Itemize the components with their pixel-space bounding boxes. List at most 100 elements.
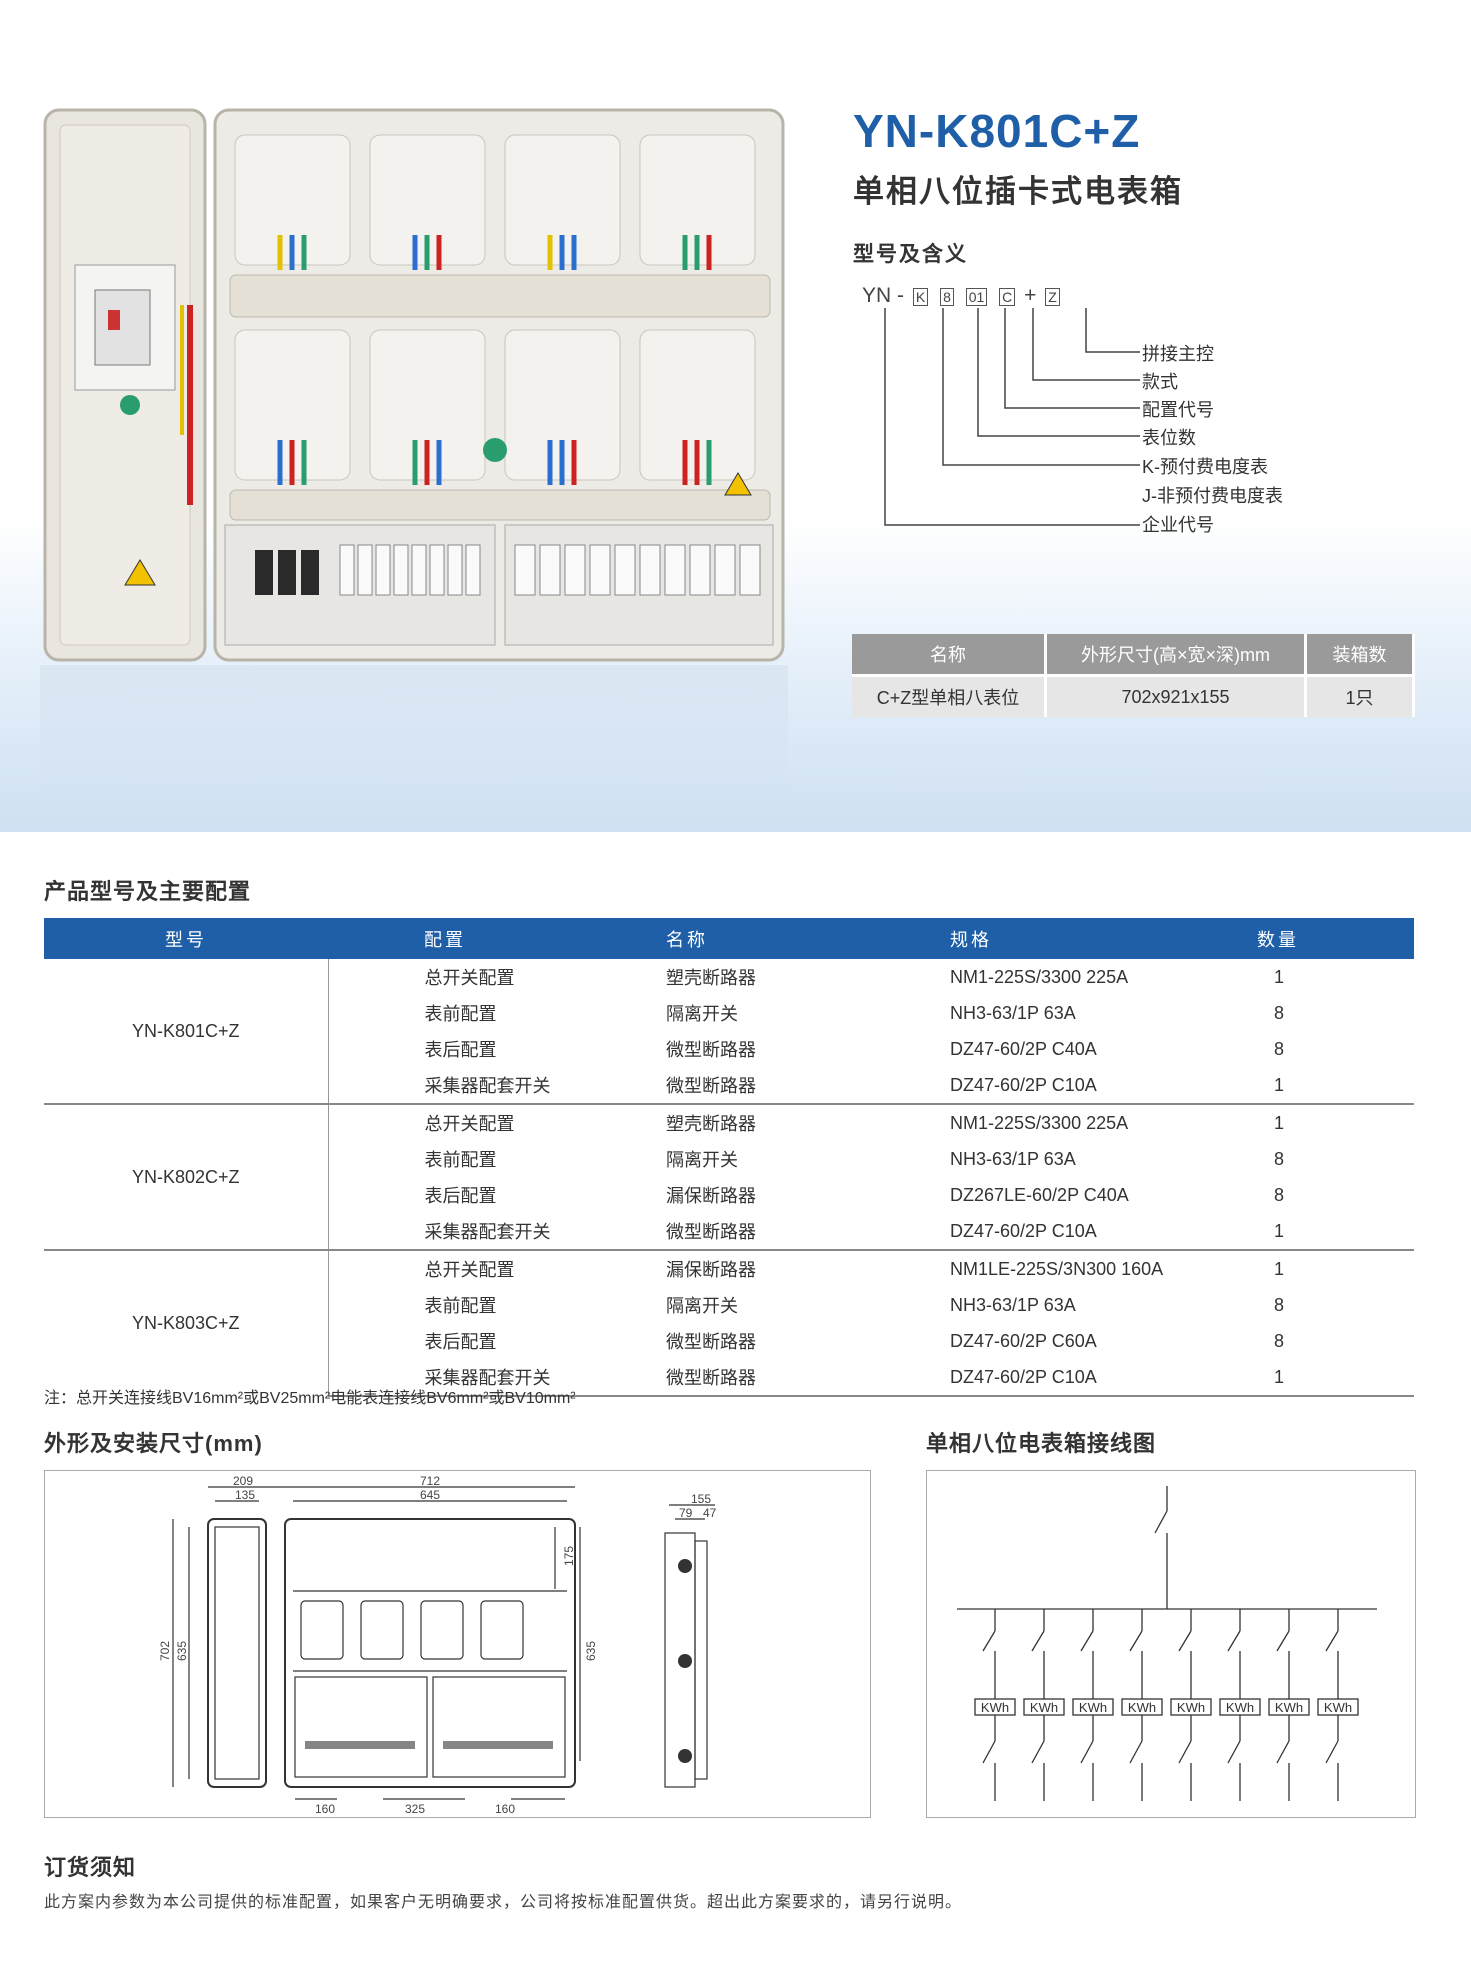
config-cell: 表后配置 [424,1040,497,1060]
config-cell: 微型断路器 [665,1359,949,1397]
config-cell: 塑壳断路器 [666,968,756,988]
config-cell: NH3-63/1P 63A [950,1294,1076,1315]
wiring-heading: 单相八位电表箱接线图 [926,1431,1157,1456]
config-cell: 8 [1274,1294,1285,1315]
legend-item: 款式 [1142,372,1178,392]
product-title: YN-K801C+Z [853,105,1141,157]
config-header: 数量 [1256,918,1414,959]
config-cell: 1 [1274,1074,1285,1095]
config-cell: 微型断路器 [666,1222,756,1242]
spec-header: 装箱数 [1305,634,1415,676]
spec-header: 名称 [852,634,1047,676]
config-cell: 采集器配套开关 [424,1076,551,1096]
config-cell: 表前配置 [424,1150,497,1170]
spec-table: 名称 外形尺寸(高×宽×深)mm 装箱数 C+Z型单相八表位 702x921x1… [852,634,1415,717]
dim-label: 325 [405,1802,425,1816]
config-header: 配置 [328,918,665,959]
dim-label: 209 [233,1474,253,1488]
order-heading: 订货须知 [44,1855,137,1880]
config-cell: 隔离开关 [666,1150,738,1170]
config-cell: DZ47-60/2P C10A [950,1220,1097,1241]
meter-label: KWh [1177,1700,1205,1715]
config-cell: 1 [1256,1249,1414,1287]
meter-label: KWh [981,1700,1009,1715]
dim-label: 79 [679,1506,693,1520]
config-cell: 塑壳断路器 [665,1103,949,1141]
product-photo [43,108,785,662]
model-meaning-heading: 型号及含义 [853,243,968,266]
dim-label: 712 [420,1474,440,1488]
config-cell: NM1-225S/3300 225A [949,1103,1256,1141]
wiring-diagram: KWh KWh KWh KWh KWh KWh KWh KWh [957,1486,1377,1801]
config-cell: NH3-63/1P 63A [950,1148,1076,1169]
config-cell: 采集器配套开关 [328,1359,665,1397]
config-cell: 1 [1256,1103,1414,1141]
legend-item: 拼接主控 [1142,344,1214,364]
dim-label: 635 [584,1641,598,1661]
meter-label: KWh [1275,1700,1303,1715]
config-cell: DZ47-60/2P C40A [950,1038,1097,1059]
code-prefix: YN [862,284,892,307]
dim-label: 702 [158,1641,172,1661]
config-cell: 1 [1274,1220,1285,1241]
config-cell: 漏保断路器 [665,1249,949,1287]
code-c: C [999,288,1016,306]
config-cell: 采集器配套开关 [424,1222,551,1242]
model-meaning-lines [884,308,1140,526]
config-cell: DZ47-60/2P C10A [949,1359,1256,1397]
config-cell: 表后配置 [424,1332,497,1352]
dim-label: 160 [315,1802,335,1816]
config-cell: 漏保断路器 [666,1186,756,1206]
dim-label: 155 [691,1492,711,1506]
spec-cell: C+Z型单相八表位 [852,674,1047,717]
spec-cell: 702x921x155 [1045,674,1307,717]
model-cell: YN-K801C+Z [44,959,329,1104]
meter-label: KWh [1226,1700,1254,1715]
config-cell: 微型断路器 [666,1332,756,1352]
code-k: K [912,288,929,306]
dimension-drawing: 209 135 712 645 175 702 635 635 160 325 … [158,1474,717,1816]
meter-branches: KWh KWh KWh KWh KWh KWh KWh KWh [974,1609,1359,1801]
code-plus: + [1024,284,1037,307]
dim-label: 47 [703,1506,717,1520]
config-header: 名称 [665,918,949,959]
config-cell: 8 [1274,1148,1285,1169]
config-header: 规格 [949,918,1256,959]
config-cell: 8 [1274,1038,1285,1059]
config-cell: DZ267LE-60/2P C40A [950,1184,1129,1205]
dim-label: 160 [495,1802,515,1816]
model-code: YN - K 8 01 C + Z [862,284,1063,308]
meter-label: KWh [1324,1700,1352,1715]
config-cell: 8 [1274,1002,1285,1023]
dim-label: 645 [420,1488,440,1502]
legend-item: J-非预付费电度表 [1142,486,1283,506]
config-table: 型号 配置 名称 规格 数量 YN-K801C+Z 总开关配置 塑壳断路器 NM… [44,918,1414,1397]
order-text: 此方案内参数为本公司提供的标准配置，如果客户无明确要求，公司将按标准配置供货。超… [44,1894,963,1911]
dimensions-heading: 外形及安装尺寸(mm) [44,1431,263,1456]
config-cell: 8 [1274,1330,1285,1351]
config-cell: 总开关配置 [328,1249,665,1287]
config-cell: 1 [1256,1359,1414,1397]
code-01: 01 [965,288,988,306]
config-cell: DZ47-60/2P C60A [950,1330,1097,1351]
config-cell: 1 [1274,966,1285,987]
config-cell: DZ47-60/2P C10A [950,1074,1097,1095]
config-cell: 微型断路器 [666,1076,756,1096]
spec-cell: 1只 [1305,674,1415,717]
config-cell: 8 [1274,1184,1285,1205]
wiring-diagram-frame: KWh KWh KWh KWh KWh KWh KWh KWh [926,1470,1416,1818]
config-cell: 表前配置 [424,1296,497,1316]
code-dash: - [897,284,905,307]
config-cell: 隔离开关 [666,1296,738,1316]
config-cell: 隔离开关 [666,1004,738,1024]
meter-label: KWh [1079,1700,1107,1715]
meter-label: KWh [1128,1700,1156,1715]
dim-label: 175 [562,1546,576,1566]
photo-reflection [40,665,788,805]
legend-item: 企业代号 [1142,515,1214,535]
dimension-drawing-frame: 209 135 712 645 175 702 635 635 160 325 … [44,1470,871,1818]
wiring-note: 注：总开关连接线BV16mm²或BV25mm²电能表连接线BV6mm²或BV10… [44,1390,576,1407]
meter-label: KWh [1030,1700,1058,1715]
code-z: Z [1045,288,1060,306]
config-cell: NM1-225S/3300 225A [950,966,1129,987]
